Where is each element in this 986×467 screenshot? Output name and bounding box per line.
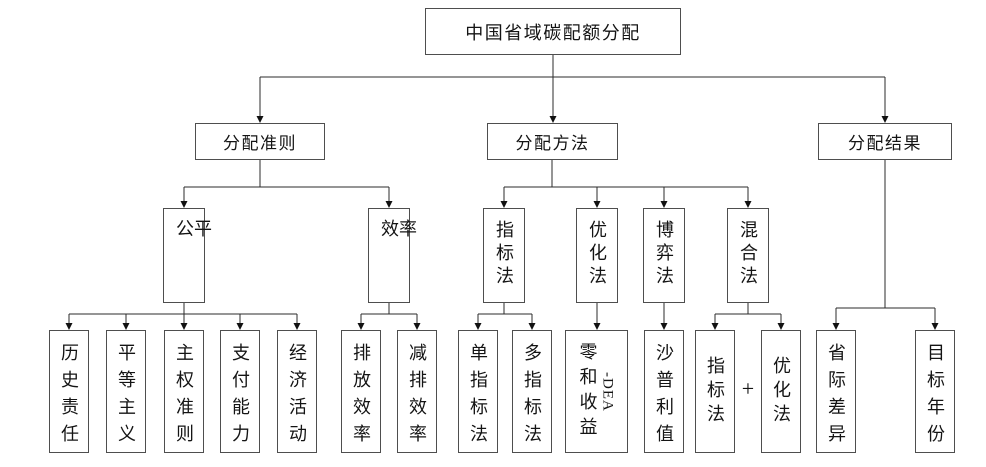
node-dea-latin-label: -DEA [599,371,616,412]
plus-sign: + [741,376,755,401]
node-interprovincial-difference: 省际差异 [816,330,856,453]
node-root: 中国省域碳配额分配 [425,8,681,55]
node-hybrid-method: 混合法 [727,208,769,303]
node-single-indicator-method: 单指标法 [458,330,498,453]
node-historical-responsibility: 历史责任 [49,330,89,453]
node-zero-sum-gains-label: 零和收益 [577,341,598,442]
node-multi-indicator-method: 多指标法 [512,330,552,453]
node-hybrid-indicator-method: 指标法 [695,330,735,453]
node-sovereignty-principle: 主权准则 [164,330,204,453]
node-hybrid-optimization-method: 优化法 [761,330,801,453]
node-indicator-method: 指标法 [483,208,525,303]
node-allocation-results: 分配结果 [818,123,952,160]
node-target-year: 目标年份 [915,330,955,453]
node-efficiency: 效率 [368,208,417,303]
node-economic-activity: 经济活动 [277,330,317,453]
node-egalitarianism: 平等主义 [106,330,146,453]
node-allocation-criteria: 分配准则 [195,123,325,160]
node-emission-efficiency: 排放效率 [341,330,381,453]
node-zero-sum-gains-dea: 零和收益 -DEA [565,330,628,453]
node-equity: 公平 [163,208,212,303]
node-optimization-method: 优化法 [576,208,618,303]
node-ability-to-pay: 支付能力 [220,330,260,453]
node-game-theory-method: 博弈法 [643,208,685,303]
node-shapley-value: 沙普利值 [644,330,684,453]
node-allocation-methods: 分配方法 [487,123,618,160]
node-abatement-efficiency: 减排效率 [397,330,437,453]
